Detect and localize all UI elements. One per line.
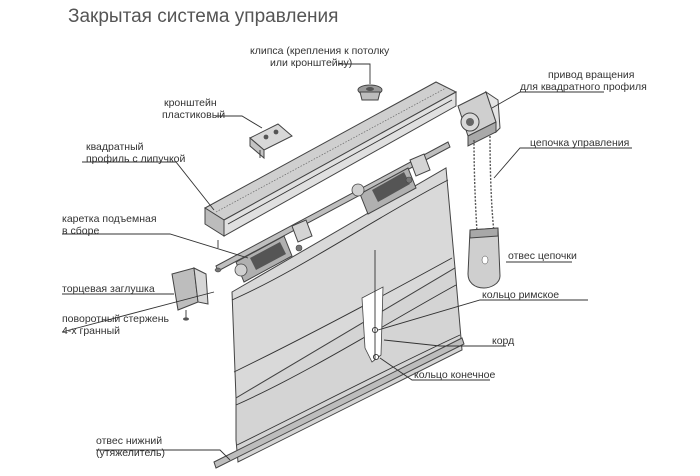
- leader-bottom-weight: [96, 449, 231, 461]
- plastic-bracket: [249, 123, 293, 160]
- lifting-carriage-right: [351, 153, 431, 215]
- profile-groove: [227, 99, 453, 225]
- diagram-title: Закрытая система управления: [68, 6, 338, 27]
- fabric-panel: [231, 167, 463, 463]
- label-end-cap: торцевая заглушка: [62, 283, 155, 295]
- leader-bracket: [216, 115, 263, 129]
- leader-end-ring: [379, 357, 490, 381]
- labels: клипса (крепления к потолку или кронштей…: [62, 45, 647, 459]
- label-bottom-weight-1: отвес нижний: [96, 435, 162, 447]
- end-ring: [372, 353, 380, 361]
- label-bracket-1: кронштейн: [164, 97, 217, 109]
- fabric-fold-bottom: [235, 267, 463, 463]
- label-rod-2: 4-х гранный: [62, 325, 120, 337]
- label-bracket-2: пластиковый: [162, 109, 225, 121]
- label-bottom-weight-2: (утяжелитель): [96, 447, 165, 459]
- lifting-carriage-left: [234, 219, 313, 283]
- fabric-crease-4: [236, 334, 461, 446]
- leader-clip: [338, 63, 371, 84]
- label-carriage-1: каретка подъемная: [62, 213, 157, 225]
- leader-lines: [61, 63, 632, 461]
- carriage-spool-left: [250, 242, 286, 270]
- leader-profile: [82, 161, 215, 211]
- bottom-weight-bar: [213, 337, 465, 469]
- end-cap: [171, 267, 222, 321]
- leader-cord: [383, 339, 506, 347]
- label-roman-ring: кольцо римское: [482, 289, 559, 301]
- label-clip-2: или кронштейну): [270, 57, 352, 69]
- fabric-crease-1: [231, 179, 449, 301]
- label-clip-1: клипса (крепления к потолку: [250, 45, 390, 57]
- label-end-ring: кольцо конечное: [414, 369, 496, 381]
- fabric-crease-2: [233, 257, 453, 373]
- screws: [217, 150, 261, 248]
- label-rod-1: поворотный стержень: [62, 313, 169, 325]
- ceiling-clip: [357, 84, 383, 101]
- leader-roman-ring: [377, 299, 588, 331]
- label-drive-2: для квадратного профиля: [520, 81, 647, 93]
- square-profile-rail: [204, 81, 458, 237]
- control-chain: [473, 135, 495, 233]
- rotation-drive: [457, 90, 501, 147]
- label-chain: цепочка управления: [530, 137, 629, 149]
- leader-rod: [61, 291, 215, 333]
- leader-drive: [491, 91, 604, 109]
- fabric-crease-3: [235, 284, 457, 406]
- label-chain-weight: отвес цепочки: [508, 250, 577, 262]
- chain-weight: [467, 227, 501, 289]
- label-drive-1: привод вращения: [548, 69, 634, 81]
- leader-carriage: [62, 233, 249, 259]
- label-carriage-2: в сборе: [62, 225, 99, 237]
- leader-chain: [493, 147, 632, 179]
- carriage-spool-right: [372, 172, 410, 202]
- label-profile-2: профиль с липучкой: [86, 153, 186, 165]
- label-profile-1: квадратный: [86, 141, 144, 153]
- label-cord: корд: [492, 335, 514, 347]
